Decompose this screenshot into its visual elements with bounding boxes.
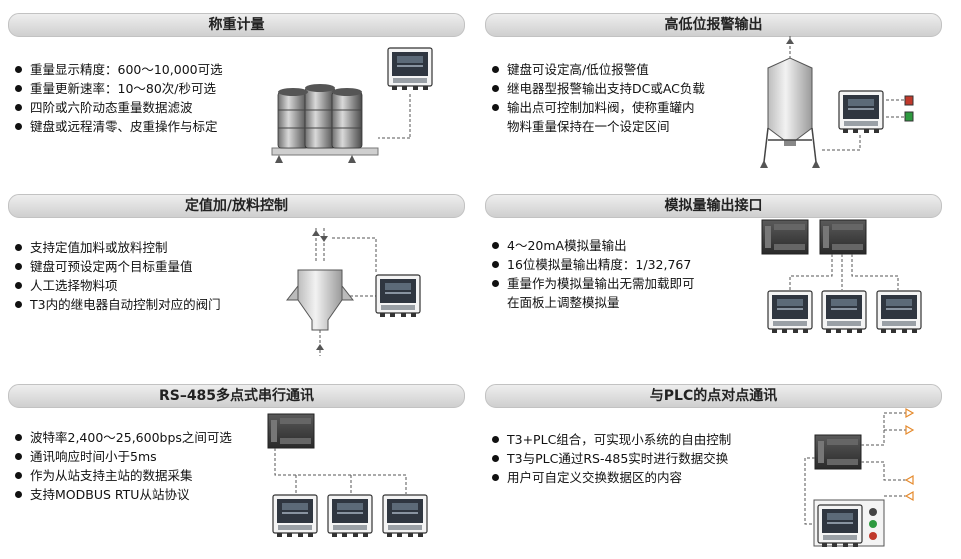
bullet-item: 重量显示精度：600～10,000可选 xyxy=(14,60,223,79)
panel-2-bullets: 键盘可设定高/低位报警值 继电器型报警输出支持DC或AC负载 输出点可控制加料阀… xyxy=(491,60,705,117)
rs485-illustration xyxy=(267,413,428,538)
bullet-item: T3内的继电器自动控制对应的阀门 xyxy=(14,295,221,314)
panel-2-header: 高低位报警输出 xyxy=(485,13,942,37)
panel-6-header: 与PLC的点对点通讯 xyxy=(485,384,942,408)
bullet-item: T3+PLC组合，可实现小系统的自由控制 xyxy=(491,430,731,449)
bullet-item: 键盘可设定高/低位报警值 xyxy=(491,60,705,79)
bullet-item: 作为从站支持主站的数据采集 xyxy=(14,466,232,485)
panel-4-header: 模拟量输出接口 xyxy=(485,194,942,218)
bullet-item: 输出点可控制加料阀，使称重罐内 xyxy=(491,98,705,117)
panel-6-bullets: T3+PLC组合，可实现小系统的自由控制 T3与PLC通过RS-485实时进行数… xyxy=(491,430,731,487)
panel-5-bullets: 波特率2,400～25,600bps之间可选 通讯响应时间小于5ms 作为从站支… xyxy=(14,428,232,504)
analog-output-illustration xyxy=(761,219,922,334)
panel-4-continuation: 在面板上调整模拟量 xyxy=(507,295,620,310)
bullet-item: 支持MODBUS RTU从站协议 xyxy=(14,485,232,504)
hopper-illustration xyxy=(285,228,421,356)
bullet-item: 四阶或六阶动态重量数据滤波 xyxy=(14,98,223,117)
bullet-item: 4～20mA模拟量输出 xyxy=(491,236,695,255)
panel-5-header: RS–485多点式串行通讯 xyxy=(8,384,465,408)
panel-1-header: 称重计量 xyxy=(8,13,465,37)
bullet-item: 支持定值加料或放料控制 xyxy=(14,238,221,257)
panel-4-bullets: 4～20mA模拟量输出 16位模拟量输出精度：1/32,767 重量作为模拟量输… xyxy=(491,236,695,293)
bullet-item: 重量作为模拟量输出无需加载即可 xyxy=(491,274,695,293)
bullet-item: 继电器型报警输出支持DC或AC负载 xyxy=(491,79,705,98)
bullet-item: 人工选择物料项 xyxy=(14,276,221,295)
panel-1-bullets: 重量显示精度：600～10,000可选 重量更新速率：10～80次/秒可选 四阶… xyxy=(14,60,223,136)
bullet-item: 键盘或远程清零、皮重操作与标定 xyxy=(14,117,223,136)
bullet-item: T3与PLC通过RS-485实时进行数据交换 xyxy=(491,449,731,468)
bullet-item: 键盘可预设定两个目标重量值 xyxy=(14,257,221,276)
drum-scale-illustration xyxy=(271,47,433,163)
bullet-item: 通讯响应时间小于5ms xyxy=(14,447,232,466)
bullet-item: 用户可自定义交换数据区的内容 xyxy=(491,468,731,487)
panel-3-bullets: 支持定值加料或放料控制 键盘可预设定两个目标重量值 人工选择物料项 T3内的继电… xyxy=(14,238,221,314)
panel-3-header: 定值加/放料控制 xyxy=(8,194,465,218)
bullet-item: 波特率2,400～25,600bps之间可选 xyxy=(14,428,232,447)
tank-alarm-illustration xyxy=(760,36,914,168)
bullet-item: 重量更新速率：10～80次/秒可选 xyxy=(14,79,223,98)
plc-p2p-illustration xyxy=(804,407,915,548)
bullet-item: 16位模拟量输出精度：1/32,767 xyxy=(491,255,695,274)
panel-2-continuation: 物料重量保持在一个设定区间 xyxy=(507,119,670,134)
